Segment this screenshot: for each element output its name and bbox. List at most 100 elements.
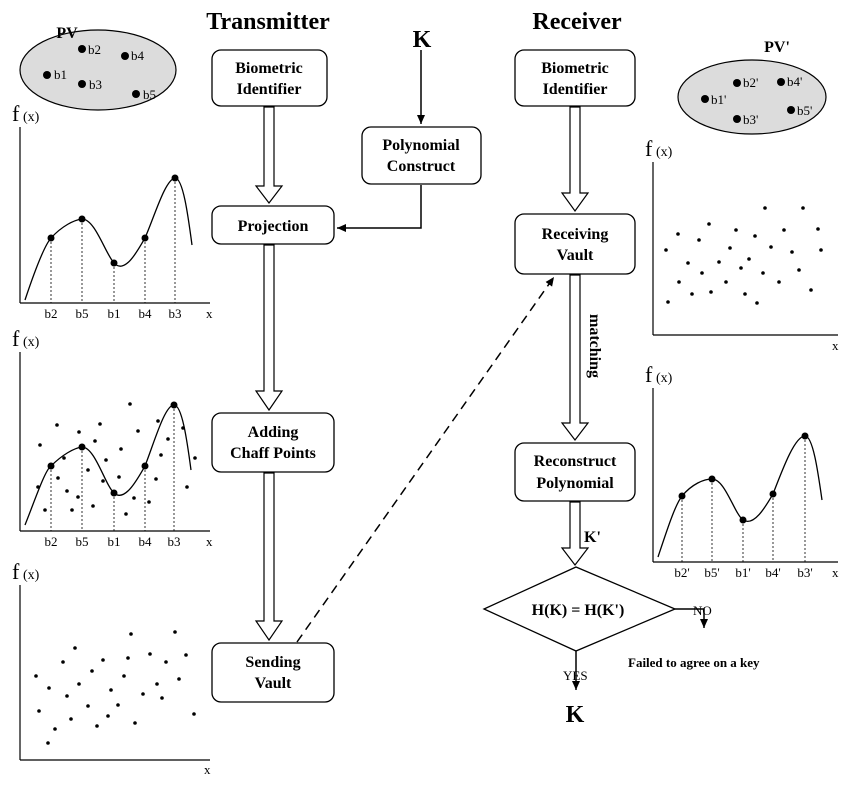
yes-label: YES: [563, 668, 588, 683]
x-axis-label: x: [204, 762, 211, 777]
y-axis-label-sub: (x): [23, 568, 40, 583]
receiver-header: Receiver: [532, 9, 622, 35]
x-axis-label: x: [832, 565, 839, 580]
projection-label: Projection: [238, 218, 309, 235]
x-tick: b1: [108, 306, 121, 321]
tx-biometric-label: Identifier: [237, 81, 302, 98]
adding-chaff-box: Adding Chaff Points: [211, 412, 335, 473]
pv-prime-point: [701, 95, 709, 103]
x-tick: b5: [76, 306, 89, 321]
x-tick: b2: [45, 534, 58, 549]
chaff-label: Adding: [248, 424, 299, 441]
y-axis-label-sub: (x): [656, 371, 673, 386]
pv-prime-point-label: b5': [797, 103, 812, 118]
matching-label: matching: [586, 314, 603, 378]
plot-polynomial: f (x) x b2 b5 b1 b4 b3: [12, 101, 213, 321]
arrow-projection-to-chaff: [254, 244, 284, 412]
x-tick: b4: [139, 306, 153, 321]
pv-prime-point-label: b1': [711, 92, 726, 107]
arrow-no-branch: [675, 608, 708, 628]
plot-received-vault: f (x) x: [645, 136, 839, 353]
arrow-chaff-to-send: [254, 472, 284, 642]
pv-point: [132, 90, 140, 98]
pv-point-label: b4: [131, 48, 145, 63]
pv-prime-ellipse: PV' b1' b2' b3' b4' b5': [677, 39, 827, 135]
key-label: K: [413, 27, 432, 53]
pv-prime-title: PV': [764, 39, 790, 56]
rx-biometric-label: Biometric: [541, 60, 609, 77]
receiving-vault-box: Receiving Vault: [514, 213, 636, 275]
x-tick: b3: [169, 306, 182, 321]
pv-prime-point-label: b4': [787, 74, 802, 89]
arrow-receiving-to-reconstruct: [560, 274, 590, 441]
pv-point: [43, 71, 51, 79]
pv-prime-point-label: b3': [743, 112, 758, 127]
y-axis-label-sub: (x): [656, 145, 673, 160]
transmitter-header: Transmitter: [206, 9, 330, 35]
pv-point: [78, 45, 86, 53]
no-label: NO: [693, 603, 712, 618]
pv-point-label: b1: [54, 67, 67, 82]
pv-ellipse: PV b1 b2 b3 b4 b5: [19, 25, 177, 111]
k-prime-label: K': [584, 529, 601, 546]
plot-sent-vault: f (x) x: [12, 559, 211, 777]
plot-chaff: f (x) x b2 b5 b1 b4: [12, 326, 213, 549]
x-tick: b1: [108, 534, 121, 549]
arrow-reconstruct-to-decision: [560, 501, 590, 566]
y-axis-label: f: [645, 136, 653, 161]
x-tick: b1': [735, 565, 750, 580]
final-key-label: K: [566, 702, 585, 728]
rx-biometric-label: Identifier: [543, 81, 608, 98]
x-tick: b3: [168, 534, 181, 549]
rx-biometric-box: Biometric Identifier: [514, 49, 636, 107]
x-tick: b2: [45, 306, 58, 321]
pv-point-label: b2: [88, 42, 101, 57]
decision-label: H(K) = H(K'): [532, 602, 625, 619]
x-axis-label: x: [206, 306, 213, 321]
y-axis-label: f: [12, 326, 20, 351]
hash-decision-diamond: H(K) = H(K'): [482, 566, 677, 652]
pv-point: [121, 52, 129, 60]
x-tick: b5: [76, 534, 89, 549]
x-tick: b5': [704, 565, 719, 580]
plot-reconstructed: f (x) x b2' b5' b1' b4' b3': [645, 362, 839, 580]
pv-point-label: b3: [89, 77, 102, 92]
send-label: Vault: [255, 675, 292, 692]
recv-label: Vault: [557, 247, 594, 264]
x-axis-label: x: [832, 338, 839, 353]
recon-label: Reconstruct: [534, 453, 617, 470]
poly-label: Polynomial: [382, 137, 460, 154]
x-tick: b2': [674, 565, 689, 580]
x-tick: b4': [765, 565, 780, 580]
pv-title: PV: [56, 25, 78, 42]
pv-prime-point-label: b2': [743, 75, 758, 90]
y-axis-label: f: [12, 101, 20, 126]
y-axis-label: f: [645, 362, 653, 387]
x-tick: b3': [797, 565, 812, 580]
arrow-poly-to-projection: [337, 185, 422, 232]
arrow-bio-to-projection: [254, 106, 284, 204]
polynomial-construct-box: Polynomial Construct: [361, 126, 482, 185]
pv-prime-point: [733, 115, 741, 123]
pv-prime-point: [777, 78, 785, 86]
y-axis-label-sub: (x): [23, 110, 40, 125]
y-axis-label-sub: (x): [23, 335, 40, 350]
tx-biometric-label: Biometric: [235, 60, 303, 77]
recon-label: Polynomial: [536, 475, 614, 492]
x-tick: b4: [139, 534, 153, 549]
arrow-rx-bio-to-receiving: [560, 106, 590, 213]
failed-label: Failed to agree on a key: [628, 655, 760, 670]
pv-point-label: b5: [143, 87, 156, 102]
recv-label: Receiving: [542, 226, 609, 243]
chaff-label: Chaff Points: [230, 445, 316, 462]
projection-box: Projection: [211, 205, 335, 245]
pv-point: [78, 80, 86, 88]
pv-prime-point: [787, 106, 795, 114]
sending-vault-box: Sending Vault: [211, 642, 335, 703]
pv-prime-point: [733, 79, 741, 87]
send-label: Sending: [245, 654, 300, 671]
reconstruct-polynomial-box: Reconstruct Polynomial: [514, 442, 636, 502]
y-axis-label: f: [12, 559, 20, 584]
x-axis-label: x: [206, 534, 213, 549]
